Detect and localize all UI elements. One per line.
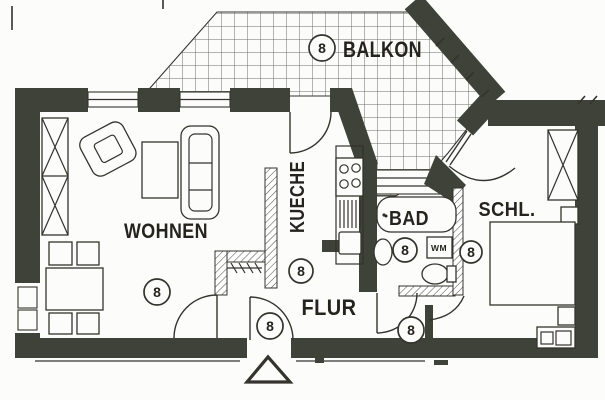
badge-bad: 8: [392, 237, 418, 263]
schl-door-arc: [428, 295, 465, 321]
badge-kueche: 8: [288, 258, 314, 284]
room-schl: [489, 129, 579, 349]
wall-ticks: [435, 37, 598, 105]
dining-chair: [48, 241, 73, 266]
wardrobe-wohnen: [41, 117, 69, 236]
schl-balcony-door-arc: [445, 130, 516, 182]
washing-machine: [426, 236, 453, 259]
coat-rack: [227, 262, 262, 274]
window-wohnen-top-1: [87, 91, 139, 108]
dresser: [536, 326, 576, 349]
badge-wohnen: 8: [143, 278, 171, 306]
dining-chair: [76, 241, 100, 266]
badge-balkon: 8: [308, 34, 336, 62]
nightstand: [557, 306, 576, 326]
bed: [489, 221, 576, 306]
kitchen-counter: [335, 145, 364, 265]
windows-layer: [17, 91, 231, 331]
label-kueche: KUECHE: [287, 161, 309, 233]
badge-schl: 8: [459, 240, 483, 264]
svg-text:8: 8: [467, 244, 475, 260]
svg-text:8: 8: [401, 242, 409, 258]
labels-layer: BALKON WOHNEN KUECHE FLUR BAD SCHL. WM: [124, 37, 536, 320]
wohnen-flur-wall: [214, 250, 228, 296]
stove: [335, 157, 364, 197]
coffee-table: [141, 141, 179, 199]
window-wohnen-left: [17, 286, 38, 331]
room-kueche: [335, 145, 364, 265]
label-schl: SCHL.: [479, 199, 536, 221]
room-bad: [373, 196, 457, 285]
svg-text:8: 8: [297, 263, 305, 279]
room-wohnen: [41, 117, 220, 335]
scan-artifacts: [11, 0, 164, 30]
label-bad: BAD: [389, 208, 429, 230]
label-wohnen: WOHNEN: [124, 220, 208, 243]
label-wm: WM: [431, 243, 447, 253]
unit-badges: 8 8 8 8 8 8 8: [143, 34, 483, 344]
bath-sink: [373, 238, 393, 266]
label-flur: FLUR: [302, 295, 357, 320]
svg-text:8: 8: [407, 322, 415, 338]
toilet: [421, 263, 457, 285]
wohnen-door-arc: [173, 294, 218, 339]
kueche-balcony-door-arc: [289, 111, 332, 154]
partition-walls: [214, 167, 464, 297]
room-flur: [35, 262, 448, 384]
facade-lines: [35, 358, 448, 365]
bad-bottom-wall: [398, 285, 456, 297]
armchair: [79, 121, 137, 177]
window-wohnen-top-2: [179, 91, 231, 108]
badge-flur-inner: 8: [397, 316, 425, 344]
kitchen-partition-wall: [264, 167, 278, 289]
kitchen-sink: [338, 231, 362, 255]
sofa: [180, 125, 220, 220]
svg-text:8: 8: [318, 40, 326, 56]
svg-text:8: 8: [153, 284, 161, 300]
sink-drainer: [339, 200, 361, 228]
entrance-triangle: [243, 354, 294, 384]
bad-schl-wall: [452, 187, 464, 296]
dining-table: [45, 241, 104, 335]
doors-layer: [173, 111, 516, 341]
wardrobe-schl: [547, 129, 579, 201]
dining-chair: [48, 312, 73, 335]
svg-text:8: 8: [266, 318, 274, 334]
badge-flur-entry: 8: [256, 312, 284, 340]
label-bad-dot: [384, 214, 388, 218]
label-balkon: BALKON: [343, 37, 422, 62]
entrance-door-arc: [249, 296, 294, 341]
dining-chair: [76, 312, 100, 335]
